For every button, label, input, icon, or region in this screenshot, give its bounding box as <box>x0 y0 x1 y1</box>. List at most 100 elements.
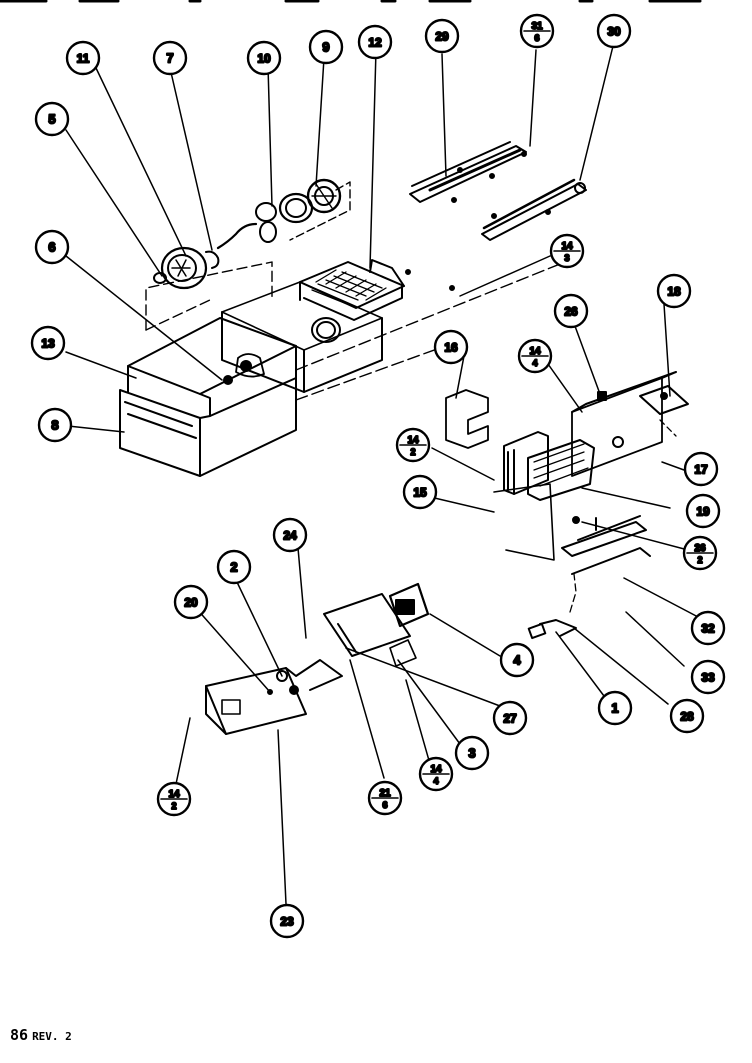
callout-16: 16 <box>433 329 469 365</box>
callout-numerator: 14 <box>561 241 573 252</box>
callout-circle <box>499 642 535 678</box>
callout-31-6: 316 <box>519 13 555 49</box>
callout-numerator: 21 <box>379 788 391 799</box>
callout-denominator: 4 <box>532 358 537 368</box>
callout-label: 18 <box>667 285 681 299</box>
callout-9: 9 <box>308 29 344 65</box>
gear-assembly <box>154 180 340 288</box>
callout-numerator: 14 <box>529 346 541 357</box>
callout-numerator: 26 <box>694 543 706 554</box>
callout-15: 15 <box>402 474 438 510</box>
callout-circle <box>424 18 460 54</box>
revision-label: REV. 2 <box>32 1030 72 1043</box>
callout-21-6: 216 <box>367 780 403 816</box>
callout-circle <box>683 451 719 487</box>
callout-label: 9 <box>322 40 329 55</box>
callout-1: 1 <box>597 690 633 726</box>
callout-circle <box>246 40 282 76</box>
callout-14-2a: 142 <box>395 427 431 463</box>
callout-4: 4 <box>499 642 535 678</box>
callout-circle <box>433 329 469 365</box>
callout-circle <box>685 493 721 529</box>
callout-8: 8 <box>37 407 73 443</box>
callout-label: 19 <box>696 505 710 519</box>
callout-14-4b: 144 <box>418 756 454 792</box>
callout-circle <box>216 549 252 585</box>
callout-label: 24 <box>283 529 297 543</box>
callout-2: 2 <box>216 549 252 585</box>
callout-denominator: 2 <box>171 801 176 811</box>
callout-circle <box>596 13 632 49</box>
callout-13: 13 <box>30 325 66 361</box>
callout-label: 28 <box>680 710 694 724</box>
callout-label: 26 <box>564 305 578 319</box>
callout-27: 27 <box>492 700 528 736</box>
callout-label: 30 <box>607 25 621 39</box>
switch-assembly <box>206 584 576 734</box>
callout-circle <box>492 700 528 736</box>
callout-18: 18 <box>656 273 692 309</box>
callout-label: 7 <box>166 51 173 66</box>
callout-circle <box>30 325 66 361</box>
callout-label: 23 <box>280 915 294 929</box>
callout-19: 19 <box>685 493 721 529</box>
callout-7: 7 <box>152 40 188 76</box>
callout-circle <box>656 273 692 309</box>
callout-denominator: 3 <box>564 253 569 263</box>
leader-lines <box>66 42 700 904</box>
callout-circle <box>37 407 73 443</box>
callout-numerator: 31 <box>531 21 543 32</box>
callout-label: 32 <box>701 622 715 636</box>
callout-label: 15 <box>413 486 427 500</box>
callout-numerator: 14 <box>407 435 419 446</box>
rails <box>410 142 586 240</box>
callout-denominator: 2 <box>697 555 702 565</box>
callout-circle <box>597 690 633 726</box>
callout-circle <box>272 517 308 553</box>
callout-20: 20 <box>173 584 209 620</box>
callout-circle <box>690 659 726 695</box>
callout-denominator: 6 <box>534 33 539 43</box>
callout-23: 23 <box>269 903 305 939</box>
callout-numerator: 14 <box>168 789 180 800</box>
callout-denominator: 6 <box>382 800 387 810</box>
callout-label: 4 <box>513 653 521 668</box>
callout-label: 13 <box>41 337 55 351</box>
callout-33: 33 <box>690 659 726 695</box>
callout-label: 20 <box>184 596 198 610</box>
callout-numerator: 14 <box>430 764 442 775</box>
callout-circle <box>34 101 70 137</box>
callout-14-3: 143 <box>549 233 585 269</box>
callout-10: 10 <box>246 40 282 76</box>
callout-5: 5 <box>34 101 70 137</box>
mold-assembly <box>446 372 688 612</box>
callout-label: 6 <box>48 240 55 255</box>
callout-label: 2 <box>230 560 237 575</box>
callout-label: 33 <box>701 671 715 685</box>
callout-circle <box>65 40 101 76</box>
callout-label: 29 <box>435 30 449 44</box>
callout-label: 1 <box>611 701 618 716</box>
callout-label: 8 <box>51 418 58 433</box>
callout-24: 24 <box>272 517 308 553</box>
callout-circle <box>402 474 438 510</box>
callout-28: 28 <box>669 698 705 734</box>
callout-label: 16 <box>444 341 458 355</box>
callout-14-2b: 142 <box>156 781 192 817</box>
callout-26a: 26 <box>553 293 589 329</box>
callout-circle <box>357 24 393 60</box>
callout-circle <box>152 40 188 76</box>
callout-label: 5 <box>48 112 55 127</box>
callout-circle <box>173 584 209 620</box>
callout-14-4a: 144 <box>517 338 553 374</box>
callout-circle <box>308 29 344 65</box>
callout-26-2: 262 <box>682 535 718 571</box>
callout-3: 3 <box>454 735 490 771</box>
callout-6: 6 <box>34 229 70 265</box>
callout-circle <box>454 735 490 771</box>
callout-32: 32 <box>690 610 726 646</box>
